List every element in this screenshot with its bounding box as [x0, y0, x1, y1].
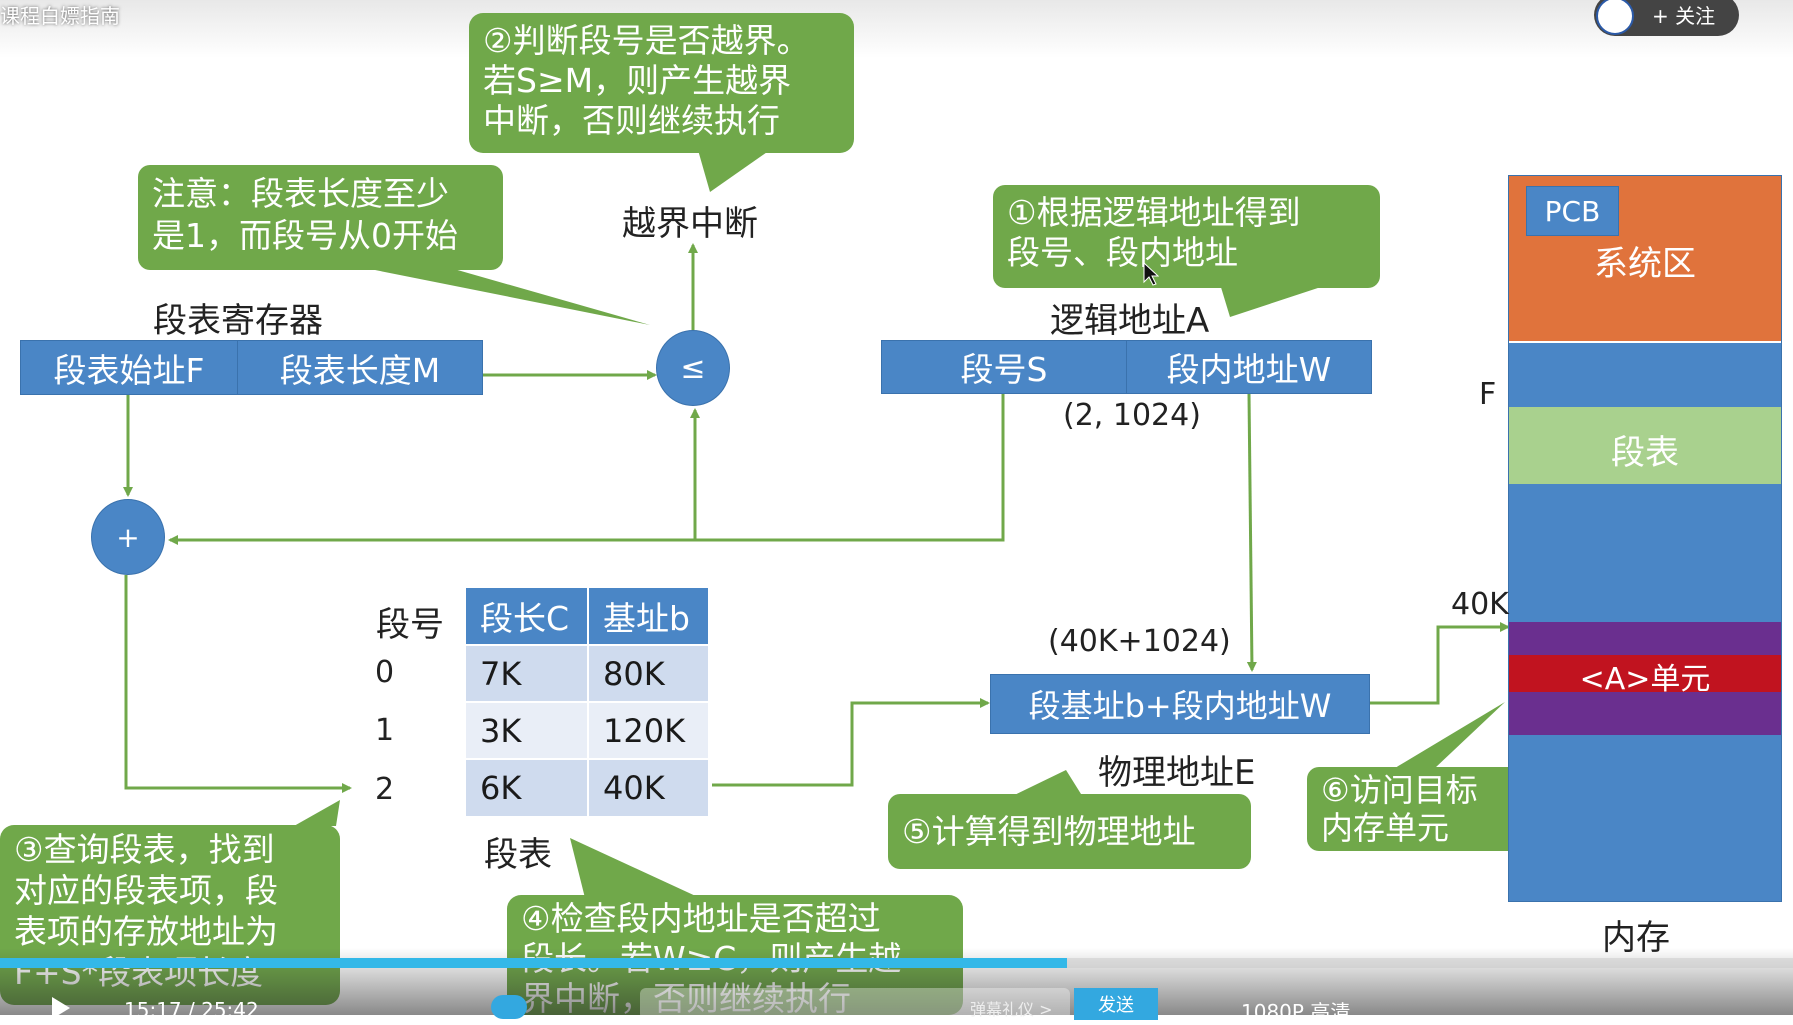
memory-system-label: 系统区 [1594, 244, 1696, 284]
progress-fill [0, 958, 1067, 968]
callout-step6-tail [1395, 702, 1505, 768]
table-cell-base: 40K [587, 758, 708, 816]
memory-pcb: PCB [1526, 186, 1619, 236]
callout-step1: ①根据逻辑地址得到 段号、段内地址 [993, 185, 1380, 288]
physical-to-memory-arrow [1370, 622, 1510, 705]
table-row-header: 段号 [376, 605, 444, 645]
table-to-physical-arrow [712, 698, 990, 787]
callout-step5: ⑤计算得到物理地址 [888, 794, 1251, 869]
memory-unit-label: <A>单元 [1579, 662, 1711, 697]
follow-pill[interactable]: + 关注 [1594, 0, 1739, 36]
register-start: 段表始址F [20, 340, 238, 395]
logical-seg: 段号S [881, 340, 1127, 394]
memory-system-area: PCB 系统区 [1509, 176, 1781, 343]
logical-offset: 段内地址W [1126, 340, 1372, 394]
quality-selector[interactable]: 1080P 高清 [1241, 1000, 1351, 1024]
table-row-id: 2 [375, 772, 395, 807]
memory-column: PCB 系统区 段表 <A>单元 [1508, 175, 1782, 902]
danmu-etiquette-link[interactable]: 弹幕礼仪 > [970, 1000, 1053, 1019]
logical-title: 逻辑地址A [1050, 301, 1210, 341]
callout-note-text: 注意：段表长度至少 是1，而段号从0开始 [152, 174, 458, 255]
danmu-input[interactable]: 弹幕礼仪 > [640, 988, 1070, 1020]
callout-step5-text: ⑤计算得到物理地址 [902, 812, 1196, 851]
memory-f-label: F [1479, 377, 1497, 412]
table-cell-base: 120K [587, 701, 708, 758]
table-cell-len: 7K [466, 644, 587, 701]
callout-note: 注意：段表长度至少 是1，而段号从0开始 [138, 165, 503, 270]
callout-step3-tail [294, 800, 340, 826]
table-cell-len: 6K [466, 758, 587, 816]
table-caption: 段表 [484, 835, 552, 875]
window-title: 课程白嫖指南 [0, 4, 120, 28]
mouse-cursor-icon [1143, 262, 1159, 286]
adder-node: + [91, 499, 165, 575]
table-col-base: 基址b [587, 588, 708, 644]
callout-step6-text: ⑥访问目标 内存单元 [1321, 771, 1478, 847]
callout-step2-tail [698, 150, 770, 192]
callout-step1-text: ①根据逻辑地址得到 段号、段内地址 [1007, 193, 1301, 272]
danmu-toggle-icon[interactable] [491, 995, 527, 1019]
memory-40k-label: 40K [1451, 587, 1509, 622]
follow-button-label: + 关注 [1652, 4, 1716, 28]
interrupt-label: 越界中断 [622, 204, 758, 244]
callout-note-tail [350, 265, 650, 325]
table-row-id: 1 [375, 713, 395, 748]
memory-segment-lower [1509, 692, 1781, 735]
physical-box: 段基址b+段内地址W [990, 674, 1370, 734]
progress-track[interactable] [0, 958, 1793, 968]
table-cell-base: 80K [587, 644, 708, 701]
physical-title: 物理地址E [1098, 753, 1256, 793]
register-title: 段表寄存器 [153, 301, 323, 341]
top-overlay-bar [0, 0, 1793, 58]
player-time: 15:17 / 25:42 [124, 998, 259, 1022]
register-length: 段表长度M [237, 340, 483, 395]
compare-node: ≤ [656, 330, 730, 406]
logical-example: (2, 1024) [1063, 398, 1201, 433]
play-icon[interactable] [52, 997, 70, 1019]
adder-to-table-arrow [124, 575, 352, 793]
memory-seg-table: 段表 [1509, 407, 1781, 484]
callout-step2-text: ②判断段号是否越界。 若S≥M，则产生越界 中断，否则继续执行 [483, 21, 810, 140]
channel-avatar-icon [1596, 0, 1634, 35]
seg-to-adder-arrow [168, 394, 1005, 545]
send-button[interactable]: 发送 [1074, 988, 1158, 1020]
table-cell-len: 3K [466, 701, 587, 758]
memory-segment-upper [1509, 622, 1781, 655]
offset-to-physical-arrow [1246, 393, 1257, 672]
table-row-id: 0 [375, 655, 395, 690]
memory-seg-table-label: 段表 [1611, 433, 1679, 473]
memory-unit-a: <A>单元 [1509, 655, 1781, 697]
callout-step2: ②判断段号是否越界。 若S≥M，则产生越界 中断，否则继续执行 [469, 13, 854, 153]
callout-step4-tail [570, 838, 700, 898]
physical-example: (40K+1024) [1048, 624, 1231, 659]
callout-step1-tail [1220, 284, 1330, 317]
table-col-len: 段长C [466, 588, 587, 644]
callout-step6: ⑥访问目标 内存单元 [1307, 767, 1532, 851]
